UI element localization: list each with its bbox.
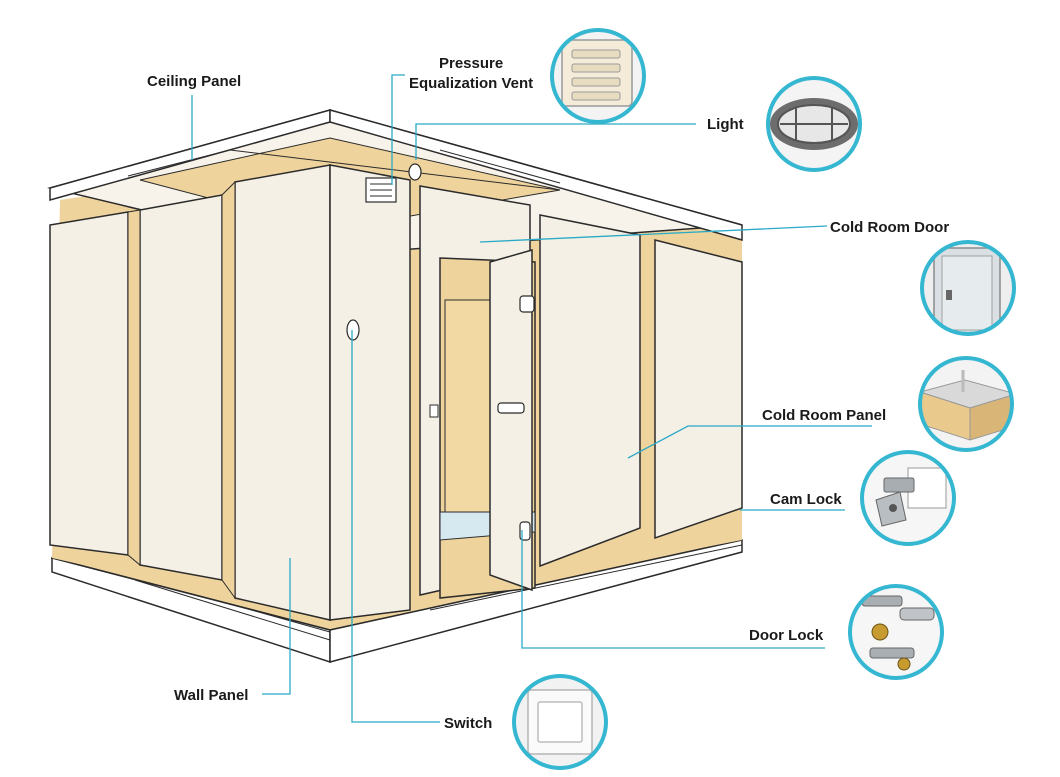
door-callout [920,240,1016,336]
cam-lock-label: Cam Lock [770,491,842,508]
ceiling-panel-label: Ceiling Panel [147,73,241,90]
door-lock-label: Door Lock [749,627,824,644]
panel-callout [918,356,1014,452]
vent-callout [550,28,646,124]
pressure-vent-label-line2: Equalization Vent [409,75,533,92]
door-leaf [489,249,535,592]
light-callout [766,76,862,172]
cam-lock-callout [860,450,956,546]
light-label: Light [707,116,744,133]
leader-lines [191,74,872,723]
cold-room-door-label: Cold Room Door [830,219,949,236]
cold-room-panel-label: Cold Room Panel [762,407,886,424]
door-lock-callout [848,584,944,680]
labels: Ceiling Panel Pressure Equalization Vent… [147,55,949,732]
left-wall [49,164,331,621]
switch-callout [512,674,608,770]
wall-details [346,163,439,418]
wall-panel-label: Wall Panel [174,687,248,704]
pressure-vent-label-line1: Pressure [439,55,503,72]
switch-label: Switch [444,715,492,732]
